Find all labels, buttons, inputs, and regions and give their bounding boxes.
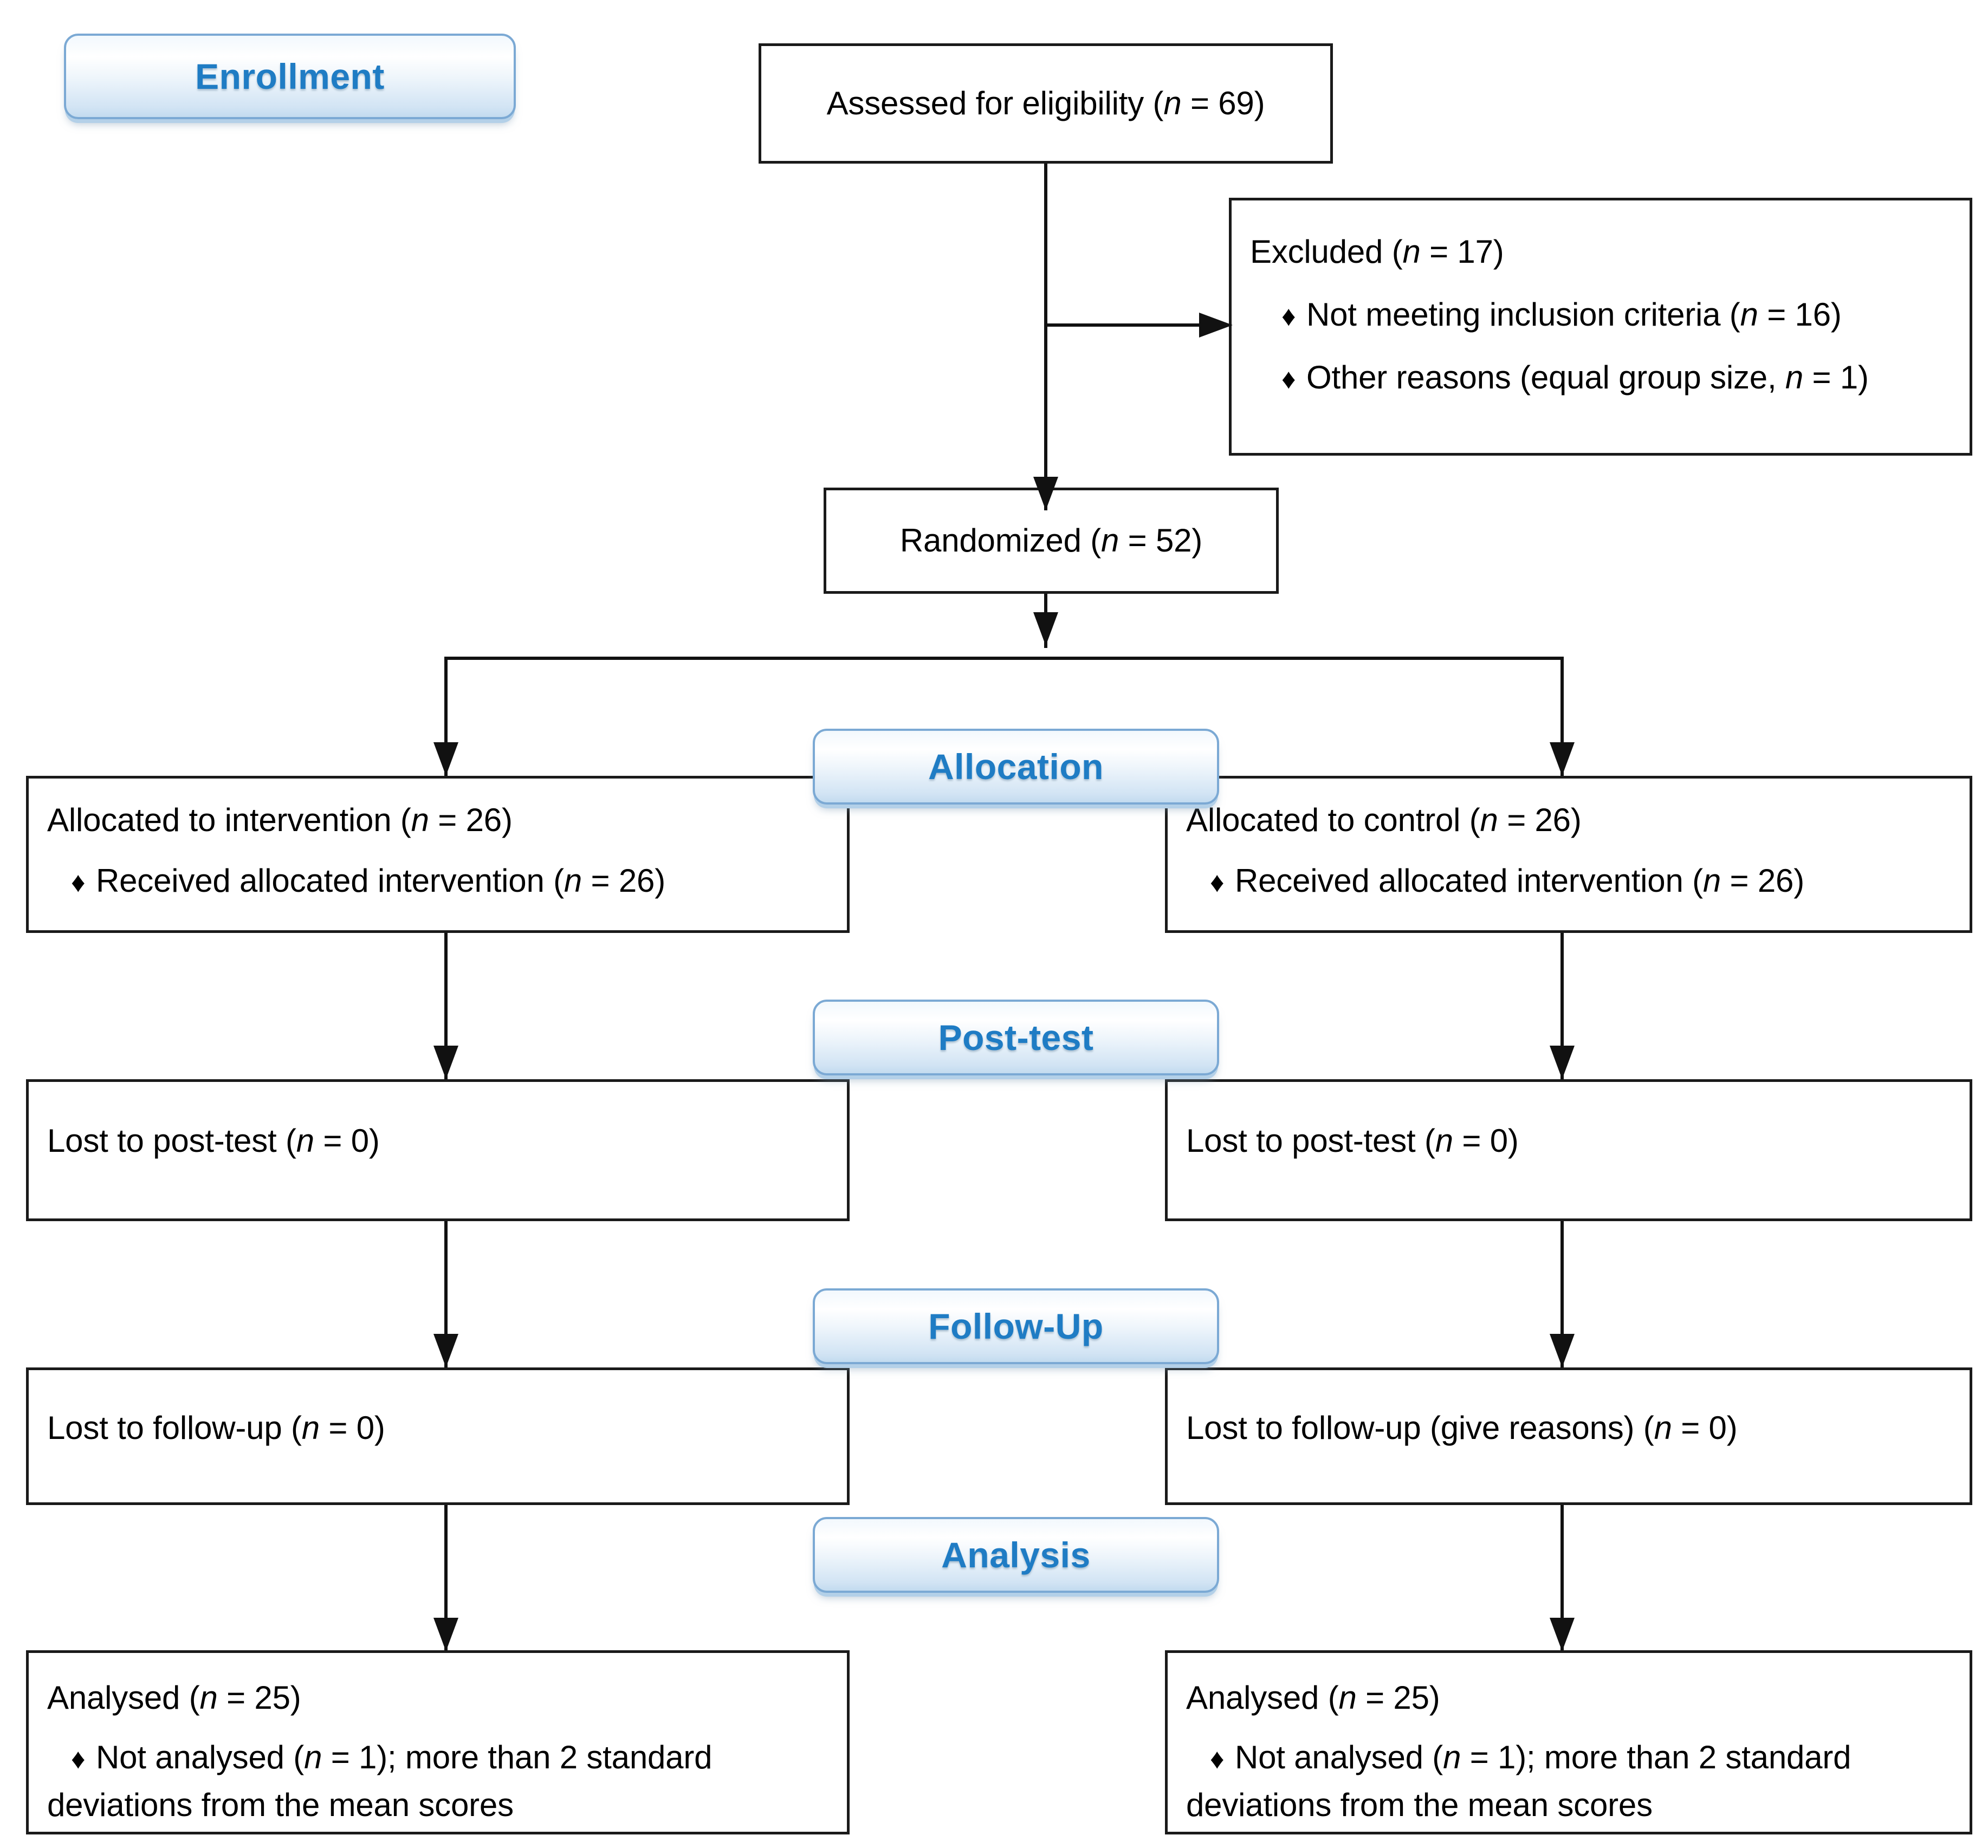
italic-n: n [564,863,582,899]
stage-badge-posttest-label: Post-test [938,1017,1094,1058]
stage-badge-followup: Follow-Up [813,1288,1219,1364]
assessed-text: Assessed for eligibility (n = 69) [826,85,1265,121]
connector-followup-to-analysis-left [444,1505,448,1650]
connector-assessed-to-randomized [1044,164,1047,510]
stage-badge-allocation-label: Allocation [928,747,1104,787]
italic-n: n [1435,1123,1453,1159]
box-lost-posttest-right: Lost to post-test (n = 0) [1165,1079,1972,1221]
connector-alloc-to-posttest-left [444,933,448,1079]
connector-followup-to-analysis-right [1560,1505,1564,1650]
italic-n: n [1402,234,1421,270]
analysed-left-item-line2: deviations from the mean scores [47,1787,514,1823]
stage-badge-followup-label: Follow-Up [928,1306,1104,1346]
connector-posttest-to-followup-right [1560,1221,1564,1367]
italic-n: n [1443,1739,1461,1775]
bullet-diamond-icon: ♦ [1281,301,1296,332]
stage-badge-allocation: Allocation [813,729,1219,805]
stage-badge-enrollment-label: Enrollment [195,56,385,96]
analysed-right-heading: Analysed (n = 25) [1186,1680,1440,1716]
italic-n: n [1101,522,1119,559]
lost-posttest-left-text: Lost to post-test (n = 0) [47,1123,380,1159]
box-lost-followup-right: Lost to follow-up (give reasons) (n = 0) [1165,1367,1972,1505]
box-assessed-for-eligibility: Assessed for eligibility (n = 69) [759,43,1333,164]
box-analysed-right: Analysed (n = 25) ♦Not analysed (n = 1);… [1165,1650,1972,1834]
allocated-right-item: ♦Received allocated intervention (n = 26… [1210,863,1804,899]
box-excluded: Excluded (n = 17) ♦Not meeting inclusion… [1229,198,1972,456]
connector-split-right [1560,657,1564,776]
analysed-left-item-line1: ♦Not analysed (n = 1); more than 2 stand… [71,1739,713,1775]
italic-n: n [304,1739,322,1775]
connector-split-bar [444,657,1564,660]
italic-n: n [199,1680,218,1716]
arrow-to-allocation-left [433,742,458,776]
connector-posttest-to-followup-left [444,1221,448,1367]
arrow-to-allocation-right [1550,742,1575,776]
arrow-to-followup-left [433,1334,458,1367]
stage-badge-enrollment: Enrollment [64,34,516,119]
analysed-right-item-line1: ♦Not analysed (n = 1); more than 2 stand… [1210,1739,1851,1775]
arrow-to-randomized [1033,477,1058,510]
italic-n: n [1480,802,1498,838]
italic-n: n [1785,359,1804,395]
arrow-to-excluded [1199,313,1233,338]
lost-posttest-right-text: Lost to post-test (n = 0) [1186,1123,1519,1159]
box-analysed-left: Analysed (n = 25) ♦Not analysed (n = 1);… [26,1650,850,1834]
randomized-text: Randomized (n = 52) [899,522,1203,559]
box-allocated-control: Allocated to control (n = 26) ♦Received … [1165,776,1972,933]
stage-badge-analysis: Analysis [813,1517,1219,1593]
italic-n: n [1740,296,1758,333]
arrow-to-followup-right [1550,1334,1575,1367]
arrow-to-analysis-right [1550,1618,1575,1651]
bullet-diamond-icon: ♦ [1210,867,1225,898]
box-allocated-intervention: Allocated to intervention (n = 26) ♦Rece… [26,776,850,933]
excluded-item-not-meeting-criteria: ♦Not meeting inclusion criteria (n = 16) [1281,296,1842,333]
lost-followup-right-text: Lost to follow-up (give reasons) (n = 0) [1186,1410,1738,1446]
connector-split-left [444,657,448,776]
analysed-left-heading: Analysed (n = 25) [47,1680,301,1716]
excluded-item-other-reasons: ♦Other reasons (equal group size, n = 1) [1281,359,1869,395]
italic-n: n [411,802,429,838]
box-lost-posttest-left: Lost to post-test (n = 0) [26,1079,850,1221]
italic-n: n [1702,863,1721,899]
allocated-left-heading: Allocated to intervention (n = 26) [47,802,513,838]
box-lost-followup-left: Lost to follow-up (n = 0) [26,1367,850,1505]
italic-n: n [1338,1680,1357,1716]
arrow-to-posttest-left [433,1046,458,1079]
italic-n: n [301,1410,320,1446]
italic-n: n [1163,85,1182,121]
bullet-diamond-icon: ♦ [71,867,86,898]
connector-alloc-to-posttest-right [1560,933,1564,1079]
bullet-diamond-icon: ♦ [1281,364,1296,395]
italic-n: n [1654,1410,1672,1446]
allocated-left-item: ♦Received allocated intervention (n = 26… [71,863,665,899]
excluded-heading: Excluded (n = 17) [1250,234,1504,270]
connector-to-excluded [1044,323,1201,327]
arrow-to-posttest-right [1550,1046,1575,1079]
lost-followup-left-text: Lost to follow-up (n = 0) [47,1410,385,1446]
italic-n: n [296,1123,314,1159]
analysed-right-item-line2: deviations from the mean scores [1186,1787,1653,1823]
bullet-diamond-icon: ♦ [71,1743,86,1775]
bullet-diamond-icon: ♦ [1210,1743,1225,1775]
arrow-randomized-split-tip [1033,612,1058,646]
allocated-right-heading: Allocated to control (n = 26) [1186,802,1582,838]
stage-badge-analysis-label: Analysis [941,1535,1091,1575]
stage-badge-posttest: Post-test [813,1000,1219,1075]
arrow-to-analysis-left [433,1618,458,1651]
